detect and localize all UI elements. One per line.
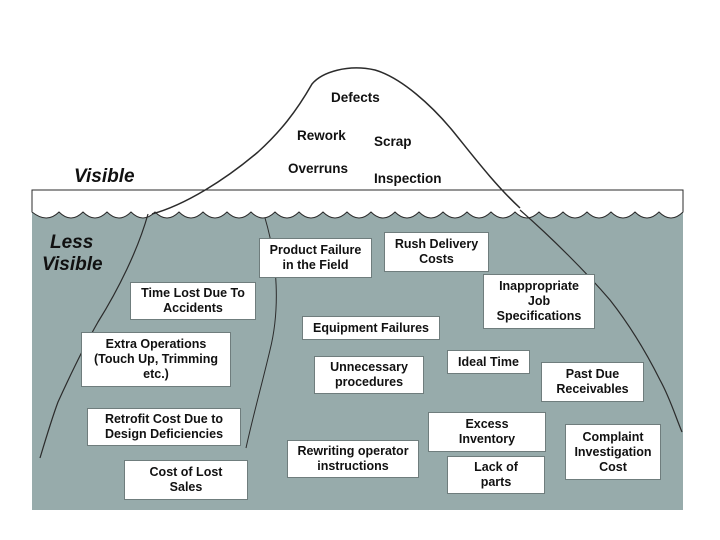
hidden-item-equipment-failures: Equipment Failures [302, 316, 440, 340]
hidden-item-past-due: Past Due Receivables [541, 362, 644, 402]
hidden-item-retrofit-cost: Retrofit Cost Due to Design Deficiencies [87, 408, 241, 446]
tip-item-overruns: Overruns [288, 161, 349, 176]
visible-zone-label: Visible [74, 166, 135, 187]
tip-item-inspection: Inspection [374, 171, 442, 186]
hidden-item-rewriting-instructions: Rewriting operator instructions [287, 440, 419, 478]
water-surface [31, 189, 684, 219]
iceberg-tip-outline [151, 67, 521, 215]
hidden-item-time-lost: Time Lost Due To Accidents [130, 282, 256, 320]
less-visible-zone-label: Less Visible [42, 232, 103, 276]
hidden-item-cost-lost-sales: Cost of Lost Sales [124, 460, 248, 500]
hidden-item-product-failure: Product Failure in the Field [259, 238, 372, 278]
hidden-item-inappropriate-job: Inappropriate Job Specifications [483, 274, 595, 329]
tip-item-defects: Defects [331, 90, 380, 105]
hidden-item-unnecessary-procedures: Unnecessary procedures [314, 356, 424, 394]
less-visible-line2: Visible [42, 254, 103, 275]
hidden-item-rush-delivery: Rush Delivery Costs [384, 232, 489, 272]
tip-item-scrap: Scrap [374, 134, 412, 149]
tip-item-rework: Rework [297, 128, 346, 143]
hidden-item-extra-operations: Extra Operations (Touch Up, Trimming etc… [81, 332, 231, 387]
hidden-item-ideal-time: Ideal Time [447, 350, 530, 374]
iceberg-right-outline [519, 209, 683, 433]
hidden-item-complaint-investigation: Complaint Investigation Cost [565, 424, 661, 480]
hidden-item-lack-of-parts: Lack of parts [447, 456, 545, 494]
hidden-item-excess-inventory: Excess Inventory [428, 412, 546, 452]
less-visible-line1: Less [50, 232, 94, 253]
